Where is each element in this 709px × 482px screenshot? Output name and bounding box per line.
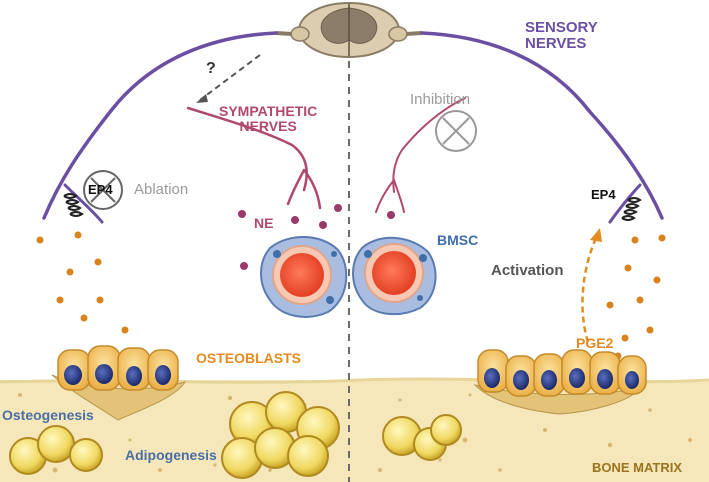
adipocytes-left-large — [221, 391, 340, 479]
inhibition-symbol — [435, 110, 477, 152]
ep4-left-label: EP4 — [88, 182, 113, 197]
activation-arrow — [581, 228, 602, 343]
sympathetic-nerves-label: SYMPATHETIC NERVES — [219, 104, 317, 133]
sensory-nerves-line2: NERVES — [525, 34, 587, 52]
sympathetic-nerve-right — [375, 97, 466, 213]
bmsc-label: BMSC — [437, 232, 479, 248]
question-arrow — [196, 54, 261, 103]
sensory-nerves-line1: SENSORY — [525, 19, 598, 36]
spinal-cord — [275, 2, 423, 58]
ne-dots — [238, 204, 395, 270]
sympathetic-nerves-line1: SYMPATHETIC — [219, 103, 318, 119]
ablation-symbol — [83, 170, 123, 210]
adipogenesis-label: Adipogenesis — [125, 447, 217, 463]
osteoblast-group-right — [473, 349, 647, 415]
bone-matrix-label: BONE MATRIX — [592, 460, 683, 475]
sympathetic-nerves-line2: NERVES — [239, 117, 297, 134]
question-mark: ? — [206, 60, 216, 77]
ep4-right-label: EP4 — [591, 187, 616, 202]
bmsc-cell-right — [352, 236, 437, 316]
osteogenesis-label: Osteogenesis — [2, 407, 94, 423]
ne-label: NE — [254, 215, 274, 231]
adipocytes-left-small — [9, 425, 103, 475]
pge2-dots-left — [36, 231, 129, 360]
sympathetic-nerve-left — [186, 106, 322, 210]
ep4-receptor-left — [63, 193, 84, 217]
ablation-label: Ablation — [134, 181, 189, 198]
ep4-receptor-right — [621, 197, 642, 221]
sensory-nerve-right-branch — [608, 183, 642, 224]
pge2-label: PGE2 — [576, 335, 614, 351]
inhibition-label: Inhibition — [410, 91, 471, 108]
sensory-nerves-label: SENSORY NERVES — [525, 20, 598, 52]
sensory-nerve-left — [42, 31, 278, 220]
adipocytes-right — [382, 414, 462, 461]
activation-label: Activation — [491, 262, 564, 279]
osteoblast-group-left — [51, 345, 187, 421]
osteoblasts-label: OSTEOBLASTS — [196, 350, 302, 366]
bmsc-cell-left — [260, 235, 348, 318]
sensory-nerve-right — [420, 31, 664, 220]
sensory-nerve-left-branch — [63, 183, 104, 224]
